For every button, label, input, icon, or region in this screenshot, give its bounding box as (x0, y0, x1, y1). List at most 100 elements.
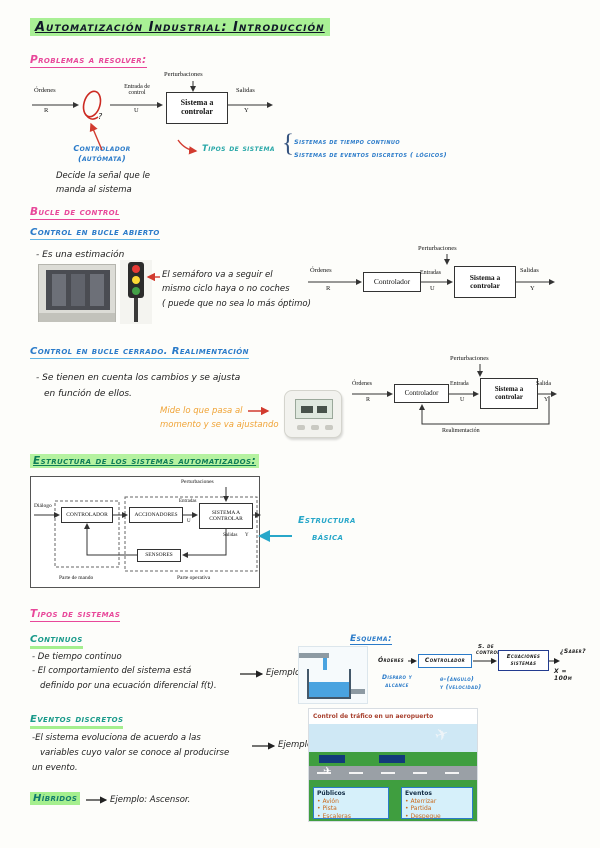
machine-panel (46, 270, 110, 310)
estructura-basica-line1: Estructura (298, 515, 356, 526)
semaforo-note-line1: El semáforo va a seguir el (162, 270, 273, 280)
label-perturbaciones: Perturbaciones (418, 245, 457, 252)
sensores-box: SENSORES (137, 549, 181, 562)
esquema-salida-pregunta: ¿Saber? (560, 648, 587, 655)
diagram-bucle-abierto: Perturbaciones Controlador Sistema a con… (308, 245, 558, 304)
label-parte-mando: Parte de mando (59, 575, 94, 581)
legend-item: • Aterrizar (405, 797, 437, 805)
thermostat-button (297, 425, 305, 430)
thermostat-image (284, 390, 342, 438)
label-u: U (430, 285, 435, 292)
machine-module (71, 274, 85, 306)
subsection-continuos-heading: Continuos (30, 634, 83, 649)
legend-publicos: Públicos • Avión • Pista • Escaleras (313, 787, 389, 820)
machine-base (39, 313, 115, 322)
decide-note-line2: manda al sistema (56, 184, 132, 195)
runway (309, 766, 477, 780)
discretos-bullet-line2: variables cuyo valor se conoce al produc… (40, 748, 230, 758)
label-y: Y (244, 107, 249, 114)
subsection-hibridos-heading: Híbridos (30, 792, 81, 805)
label-y: Y (530, 285, 535, 292)
page-title: Automatización Industrial: Introducción (30, 18, 330, 36)
semaforo-note-line2: mismo ciclo haya o no coches (162, 284, 290, 295)
eventos-item-3: Despegue (410, 812, 441, 820)
thermostat-button (325, 425, 333, 430)
traffic-light-image (120, 260, 152, 324)
sistema-a-controlar-box: Sistema a controlar (166, 92, 228, 124)
legend-item: • Despegue (405, 812, 441, 820)
hibridos-ejemplo: Ejemplo: Ascensor. (110, 795, 191, 805)
continuos-bullet1: - De tiempo continuo (32, 652, 122, 662)
section-tipos-heading: Tipos de sistemas (30, 608, 121, 622)
label-perturbaciones: Perturbaciones (450, 355, 489, 362)
yellow-light (132, 276, 140, 284)
controlador-note-line1: Controlador (73, 144, 131, 153)
nota-angulo-line2: y (velocidad) (440, 683, 482, 691)
nota-angulo-line1: θ-(ángulo) (440, 676, 475, 683)
esquema-nota-angulo: θ-(ángulo) y (velocidad) (440, 676, 481, 692)
thermostat-display (295, 399, 333, 419)
subsection-cerrado-heading: Control en bucle cerrado. Realimentación (30, 346, 249, 359)
esquema-salida-valor: X = 100m (554, 668, 573, 682)
ecuaciones-line2: sistemas (510, 660, 537, 667)
label-perturbaciones: Perturbaciones (164, 71, 203, 78)
label-salida: Salida (536, 381, 551, 387)
display-digits (301, 406, 313, 413)
runway-dash (413, 772, 427, 774)
label-r: R (366, 397, 371, 403)
esquema-controlador-box: Controlador (418, 654, 472, 668)
mide-note-line2: momento y se va ajustando (160, 420, 279, 431)
runway-dash (317, 772, 331, 774)
runway-dash (445, 772, 459, 774)
controlador-box: Controlador (363, 272, 421, 292)
mide-note-line1: Mide lo que pasa al (160, 406, 243, 416)
discretos-ejemplo-label: Ejemplo: (278, 740, 316, 750)
airport-title: Control de tráfico en un aeropuerto (313, 713, 434, 720)
legend-item: • Escaleras (317, 812, 351, 820)
label-parte-operativa: Parte operativa (177, 575, 211, 581)
inlet-pipe (299, 653, 329, 658)
abierto-bullet: - Es una estimación (36, 250, 125, 260)
cerrado-bullet-line2: en función de ellos. (44, 389, 132, 399)
airplane-runway-icon: ✈ (323, 766, 332, 777)
tank (307, 669, 351, 699)
label-y: Y (245, 533, 249, 538)
decide-note: Decide la señal que le manda al sistema (56, 170, 150, 197)
label-entrada-control: Entrada de control (124, 84, 150, 97)
section-estructura-heading: Estructura de los sistemas automatizados… (30, 454, 260, 468)
label-entradas: Entradas (179, 499, 197, 504)
sistema-box: Sistema a controlar (454, 266, 516, 298)
traffic-light-head (128, 262, 144, 298)
water-stream (323, 658, 327, 670)
diagram-bucle-cerrado: Perturbaciones Controlador Sistema a con… (352, 354, 558, 446)
legend-item: • Partida (405, 805, 432, 812)
semaforo-note: El semáforo va a seguir el mismo ciclo h… (162, 268, 311, 311)
green-light (132, 287, 140, 295)
label-y: Y (544, 397, 549, 403)
label-r: R (326, 285, 331, 292)
legend-eventos: Eventos • Aterrizar • Partida • Despegue (401, 787, 473, 820)
tipo-sistema-1: Sistemas de tiempo continuo (294, 138, 401, 146)
estructura-basica-note: Estructura básica (298, 512, 356, 546)
legend-eventos-title: Eventos (405, 790, 432, 797)
esquema-ordenes: Órdenes (378, 657, 404, 664)
ecuaciones-line1: Ecuaciones (506, 654, 541, 661)
airport-image: Control de tráfico en un aeropuerto ✈ ✈ … (308, 708, 478, 822)
runway-dash (381, 772, 395, 774)
thermostat-button (311, 425, 319, 430)
publicos-item-2: Pista (322, 805, 337, 812)
publicos-item-3: Escaleras (322, 812, 351, 820)
controlador-note: Controlador (autómata) (60, 144, 144, 165)
water-tank-image (298, 646, 368, 704)
nota-disparo-line2: alcance (385, 681, 409, 689)
diagram-esquema: Órdenes Controlador S. de control Ecuaci… (378, 644, 587, 702)
discretos-bullet-line3: un evento. (32, 763, 78, 773)
diagram-estructura: Diálogo Perturbaciones CONTROLADOR ACCIO… (30, 476, 261, 588)
label-u: U (460, 397, 465, 403)
legend-item: • Avión (317, 797, 339, 805)
label-ordenes: Órdenes (310, 267, 332, 274)
label-salidas: Salidas (520, 267, 539, 274)
publicos-item-1: Avión (322, 797, 339, 805)
industrial-machine-image (38, 264, 116, 322)
runway-dash (349, 772, 363, 774)
